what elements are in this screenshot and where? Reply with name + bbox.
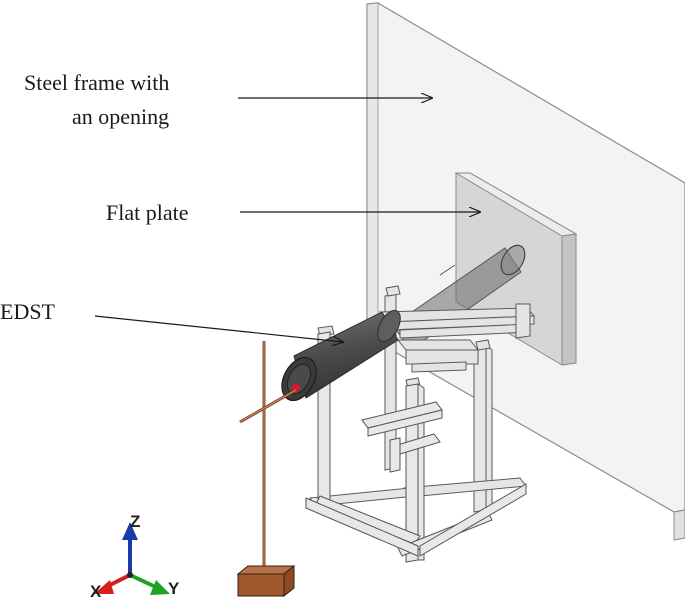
z-axis-arrow [122,522,138,574]
measurement-stand [236,341,297,598]
edst-tube [281,309,401,402]
x-axis-arrow [94,573,131,594]
stand-base [236,564,296,598]
support-frame-platform [317,285,536,389]
edst-label: EDST [0,299,56,324]
edst-callout-arrow [94,315,343,342]
frame-label-line2: an opening [72,104,169,129]
frame-label-line1: Steel frame with [24,70,169,95]
y-axis-arrow [129,573,170,595]
x-axis-label: X [90,582,102,601]
axes-triad: Z Y X [90,512,180,601]
callout-lines [94,98,480,342]
plate-label: Flat plate [106,200,188,225]
z-axis-label: Z [130,512,140,531]
y-axis-label: Y [168,579,180,598]
